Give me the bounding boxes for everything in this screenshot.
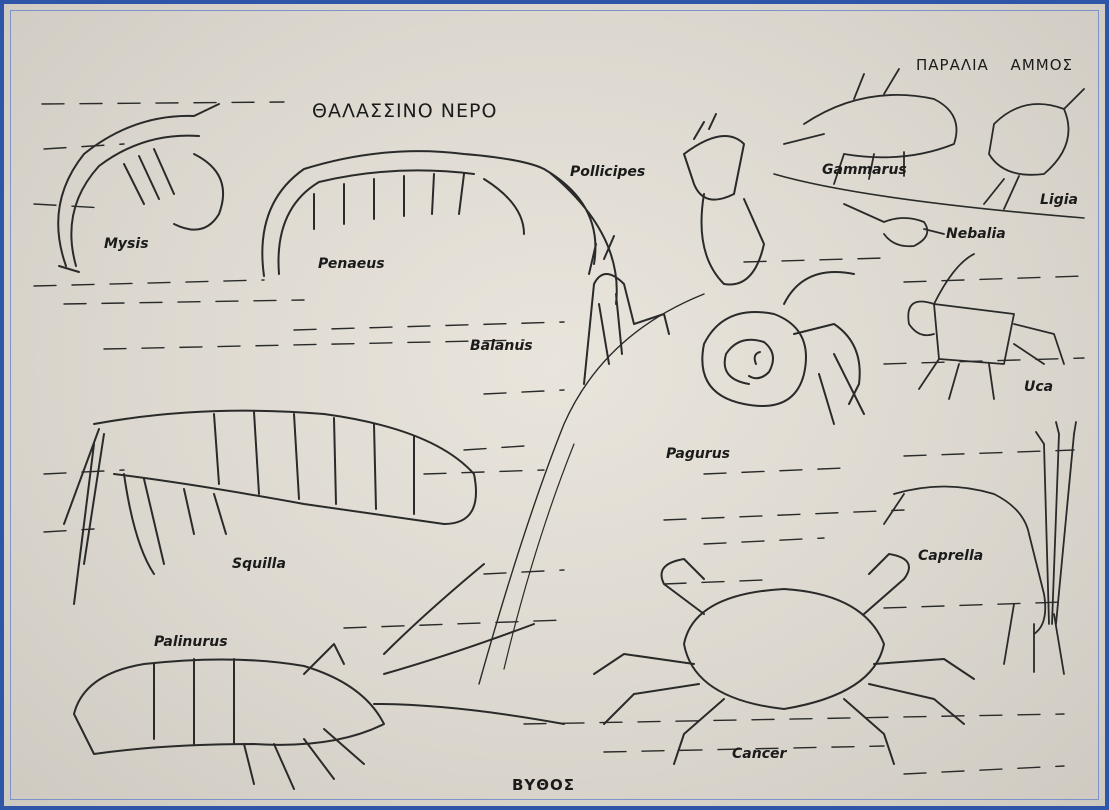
label-balanus: Balanus xyxy=(470,338,533,354)
squilla-drawing xyxy=(64,411,476,604)
nebalia-drawing xyxy=(844,204,944,246)
palinurus-drawing xyxy=(74,564,564,789)
label-pagurus: Pagurus xyxy=(666,446,730,462)
ligia-drawing xyxy=(984,89,1084,209)
uca-drawing xyxy=(908,254,1064,399)
label-ligia: Ligia xyxy=(1040,192,1078,208)
label-caprella: Caprella xyxy=(918,548,983,564)
crustacean-illustration xyxy=(4,4,1105,806)
label-palinurus: Palinurus xyxy=(154,634,228,650)
label-beach-sand: ΠΑΡΑΛΙΑ ΑΜΜΟΣ xyxy=(916,56,1073,74)
label-uca: Uca xyxy=(1024,379,1053,395)
label-seabed: ΒΥΘΟΣ xyxy=(512,776,575,794)
label-squilla: Squilla xyxy=(232,556,286,572)
pollicipes-drawing xyxy=(684,114,764,285)
penaeus-drawing xyxy=(262,151,616,304)
balanus-drawing xyxy=(584,236,669,384)
shore-line xyxy=(774,174,1084,218)
label-sea-water: ΘΑΛΑΣΣΙΝΟ ΝΕΡΟ xyxy=(312,100,497,122)
label-penaeus: Penaeus xyxy=(318,256,385,272)
label-pollicipes: Pollicipes xyxy=(570,164,645,180)
label-mysis: Mysis xyxy=(104,236,149,252)
label-cancer: Cancer xyxy=(732,746,786,762)
label-nebalia: Nebalia xyxy=(946,226,1006,242)
cancer-drawing xyxy=(594,554,974,764)
pagurus-drawing xyxy=(702,272,864,424)
label-gammarus: Gammarus xyxy=(822,162,907,178)
